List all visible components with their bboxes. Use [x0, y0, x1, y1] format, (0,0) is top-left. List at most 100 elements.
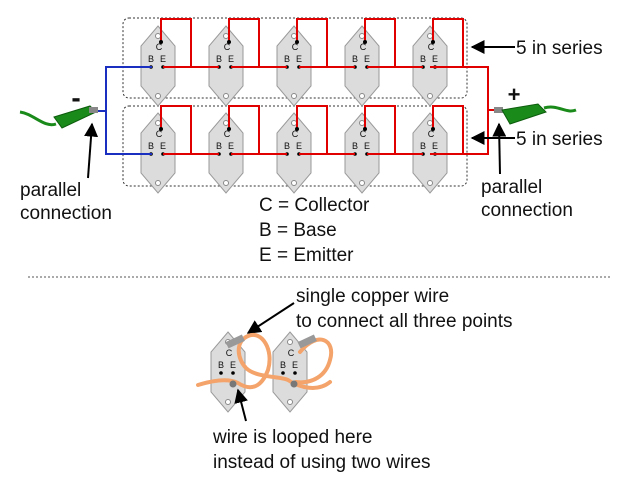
pin-label-emitter: E — [364, 54, 370, 64]
transistor-body — [140, 25, 176, 107]
legend-emitter: E = Emitter — [259, 245, 354, 266]
pin-label-emitter: E — [228, 141, 234, 151]
collector-pin — [431, 127, 435, 131]
mounting-hole — [155, 93, 161, 99]
collector-pin — [159, 40, 163, 44]
pin-label-collector: C — [292, 129, 299, 139]
positive-lead-clip — [494, 103, 577, 125]
mounting-hole — [359, 33, 365, 39]
collector-wire — [432, 18, 464, 67]
pin-label-emitter: E — [296, 54, 302, 64]
transistor-body — [208, 112, 244, 194]
pin-label-emitter: E — [296, 141, 302, 151]
collector-wire — [364, 105, 396, 154]
pin-label-base: B — [218, 360, 224, 370]
minus-sign: - — [71, 82, 80, 113]
base-pin — [219, 371, 223, 375]
pin-label-collector: C — [224, 42, 231, 52]
pin-label-emitter: E — [432, 54, 438, 64]
parallel-left-label-line2: connection — [20, 203, 112, 224]
pin-label-base: B — [216, 54, 222, 64]
mounting-hole — [155, 120, 161, 126]
mounting-hole — [427, 33, 433, 39]
collector-pin — [227, 40, 231, 44]
pin-label-collector: C — [226, 348, 233, 358]
emitter-pin — [293, 371, 297, 375]
collector-wire — [228, 105, 260, 154]
pin-label-collector: C — [428, 129, 435, 139]
transistor-body — [208, 25, 244, 107]
parallel-right-label-line2: connection — [481, 200, 573, 221]
pin-label-collector: C — [224, 129, 231, 139]
collector-wire — [296, 105, 328, 154]
pin-label-base: B — [280, 360, 286, 370]
parallel-left-arrow — [84, 122, 99, 179]
collector-pin — [431, 40, 435, 44]
collector-wire — [364, 18, 396, 67]
pin-label-base: B — [420, 141, 426, 151]
mounting-hole — [291, 120, 297, 126]
mounting-hole — [155, 33, 161, 39]
collector-pin — [363, 40, 367, 44]
collector-pin — [159, 127, 163, 131]
pin-label-emitter: E — [292, 360, 298, 370]
detail-bottom-arrow — [234, 388, 248, 422]
mounting-hole — [287, 339, 293, 345]
collector-pin — [227, 127, 231, 131]
pin-label-collector: C — [288, 348, 295, 358]
collector-wire — [228, 18, 260, 67]
collector-pin — [295, 40, 299, 44]
base-pin — [281, 371, 285, 375]
mounting-hole — [427, 93, 433, 99]
pin-label-base: B — [284, 141, 290, 151]
mounting-hole — [223, 120, 229, 126]
pin-label-collector: C — [360, 42, 367, 52]
legend-collector: C = Collector — [259, 195, 370, 216]
pin-label-collector: C — [156, 129, 163, 139]
plus-sign: + — [508, 82, 521, 107]
solder-joint — [290, 380, 298, 388]
detail-top-arrow — [246, 302, 295, 334]
pin-label-emitter: E — [432, 141, 438, 151]
parallel-right-label-line1: parallel — [481, 177, 542, 198]
detail-note-bottom-line1: wire is looped here — [212, 427, 372, 448]
detail-note-bottom-line2: instead of using two wires — [213, 452, 431, 473]
pin-label-emitter: E — [230, 360, 236, 370]
pin-label-base: B — [148, 54, 154, 64]
collector-pin — [295, 127, 299, 131]
pin-label-emitter: E — [160, 141, 166, 151]
transistor-body — [276, 112, 312, 194]
legend-base: B = Base — [259, 220, 337, 241]
series-bottom-label: 5 in series — [516, 129, 603, 150]
collector-pin — [363, 127, 367, 131]
mounting-hole — [223, 180, 229, 186]
pin-label-emitter: E — [364, 141, 370, 151]
negative-lead-clip — [19, 105, 98, 129]
mounting-hole — [427, 180, 433, 186]
mounting-hole — [225, 399, 231, 405]
series-top-label: 5 in series — [516, 38, 603, 59]
pin-label-emitter: E — [160, 54, 166, 64]
mounting-hole — [359, 93, 365, 99]
pin-label-emitter: E — [228, 54, 234, 64]
pin-label-collector: C — [360, 129, 367, 139]
detail-note-top-line1: single copper wire — [296, 286, 449, 307]
wire-coil — [225, 334, 245, 349]
mounting-hole — [223, 33, 229, 39]
pin-label-base: B — [352, 54, 358, 64]
transistor-body — [344, 112, 380, 194]
mounting-hole — [287, 399, 293, 405]
mounting-hole — [359, 120, 365, 126]
bottom-row-series-wires — [159, 105, 464, 155]
copper-wire — [196, 332, 334, 390]
